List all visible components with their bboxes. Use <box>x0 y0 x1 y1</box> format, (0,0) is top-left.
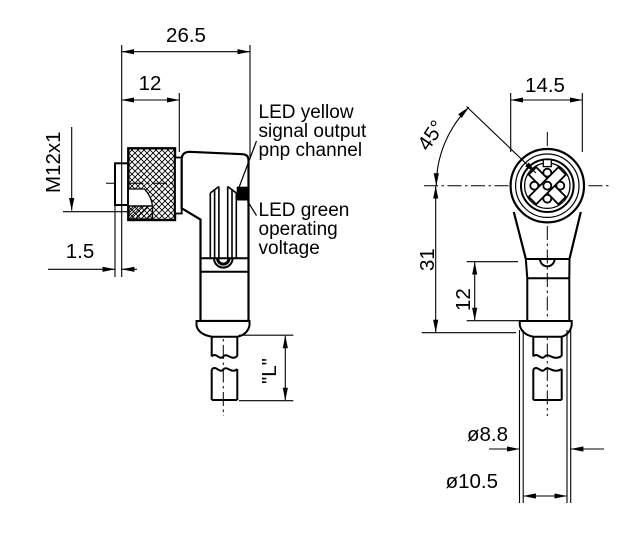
dim-center-height: 31 <box>416 185 516 334</box>
connector-face <box>509 147 586 224</box>
dim-cable-diameter-text: ø8.8 <box>467 423 508 446</box>
dim-sleeve-diameter: ø10.5 <box>446 470 568 499</box>
dim-nut-width-text: 12 <box>139 72 162 95</box>
dim-lower-section-text: 12 <box>452 288 475 311</box>
dim-tip-text: 1.5 <box>66 240 95 263</box>
front-strain-relief-flange <box>518 320 573 338</box>
led-yellow-line3: pnp channel <box>259 140 363 161</box>
led-green-line1: LED green <box>259 200 350 221</box>
dim-lower-section: 12 <box>452 261 519 322</box>
dim-cable-diameter: ø8.8 <box>467 330 604 503</box>
led-indicator <box>236 186 249 201</box>
led-green-line2: operating <box>259 219 338 240</box>
dim-key-angle-text: 45° <box>413 116 449 155</box>
thread-callout: M12x1 <box>42 127 130 213</box>
front-housing <box>512 211 582 321</box>
dim-head-width: 14.5 <box>510 74 583 152</box>
led-yellow-line2: signal output <box>259 121 367 142</box>
strain-relief-flange <box>195 320 251 338</box>
led-callouts: LED yellow signal output pnp channel LED… <box>238 102 367 259</box>
pin-bottom <box>542 193 553 204</box>
dim-head-width-text: 14.5 <box>525 74 565 97</box>
pin-right <box>555 180 566 191</box>
front-cable-break <box>532 336 563 401</box>
pin-left <box>529 180 540 191</box>
thread-section <box>127 205 154 220</box>
dim-cable-length-text: "L" <box>258 358 281 384</box>
keyway-notch <box>542 158 552 168</box>
cable-break <box>210 336 239 401</box>
dim-tip: 1.5 <box>48 205 137 277</box>
side-view: 26.5 12 M12x1 1.5 "L" <box>42 24 367 416</box>
dim-center-height-text: 31 <box>416 248 439 271</box>
pin-top <box>542 167 553 178</box>
dim-nut-width: 12 <box>121 72 180 152</box>
grip-ribs <box>209 185 238 259</box>
clamp-band <box>200 257 249 273</box>
led-green-line3: voltage <box>259 238 320 259</box>
thread-label-text: M12x1 <box>42 131 65 193</box>
dim-overall-width-text: 26.5 <box>166 24 206 47</box>
led-yellow-line1: LED yellow <box>259 102 354 123</box>
dim-sleeve-diameter-text: ø10.5 <box>446 470 498 493</box>
dim-overall-width: 26.5 <box>121 24 251 277</box>
front-view: 14.5 45° 31 12 ø8.8 <box>413 74 612 503</box>
dim-cable-length: "L" <box>239 334 294 402</box>
pin-center <box>542 180 553 191</box>
